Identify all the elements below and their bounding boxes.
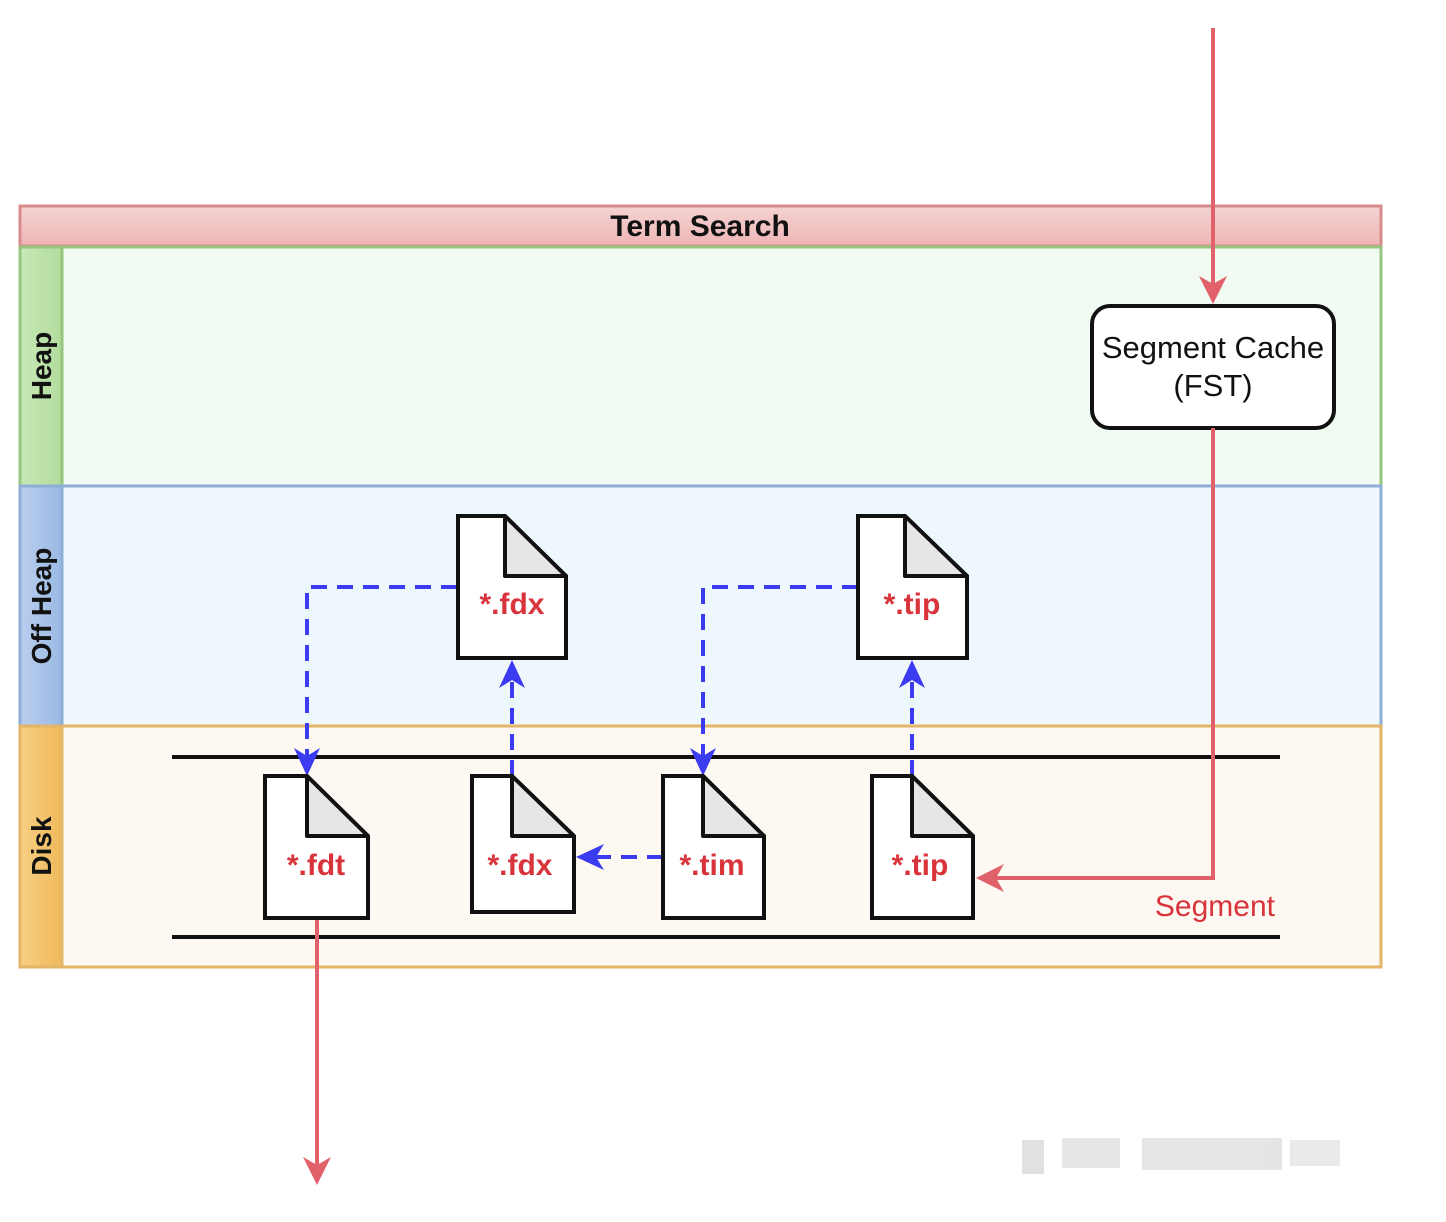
segment-cache-box: Segment Cache (FST) [1090, 304, 1336, 430]
lane-heap: Heap [18, 245, 1383, 488]
lane-label-heap: Heap [26, 332, 57, 400]
file-icon-disk-fdt: *.fdt [263, 774, 370, 920]
file-icon-disk-tip: *.tip [870, 774, 975, 920]
file-label-disk-fdt: *.fdt [287, 849, 345, 882]
segment-label: Segment [1155, 890, 1276, 923]
blue-arrow-disktip-to-offtip [899, 660, 925, 776]
title-bar: Term Search [18, 204, 1383, 248]
blue-arrow-tip-to-tim [690, 585, 858, 776]
file-label-disk-fdx: *.fdx [487, 849, 552, 882]
file-label-offheap-fdx: *.fdx [479, 588, 544, 621]
lane-label-offheap: Off Heap [26, 548, 57, 665]
file-label-offheap-tip: *.tip [884, 588, 941, 621]
cache-to-tip-arrow [976, 428, 1215, 892]
diagram-title: Term Search [610, 210, 790, 243]
blue-arrow-tim-to-fdx [576, 844, 663, 870]
file-icon-disk-tim: *.tim [661, 774, 766, 920]
lane-offheap: Off Heap [18, 484, 1383, 728]
outgoing-red-arrow [303, 918, 331, 1185]
file-label-disk-tip: *.tip [892, 849, 949, 882]
lane-label-disk: Disk [26, 816, 57, 876]
file-icon-disk-fdx: *.fdx [470, 774, 576, 914]
file-icon-offheap-tip: *.tip [856, 514, 969, 660]
segment-cache-label: Segment Cache [1102, 330, 1324, 365]
incoming-red-arrow [1199, 28, 1227, 304]
file-icon-offheap-fdx: *.fdx [456, 514, 568, 660]
segment-cache-sublabel: (FST) [1173, 368, 1252, 403]
file-label-disk-tim: *.tim [679, 849, 744, 882]
blurred-watermark [1022, 1138, 1340, 1174]
blue-arrow-diskfdx-to-offfdx [499, 660, 525, 776]
blue-arrow-fdx-to-fdt [294, 585, 457, 776]
